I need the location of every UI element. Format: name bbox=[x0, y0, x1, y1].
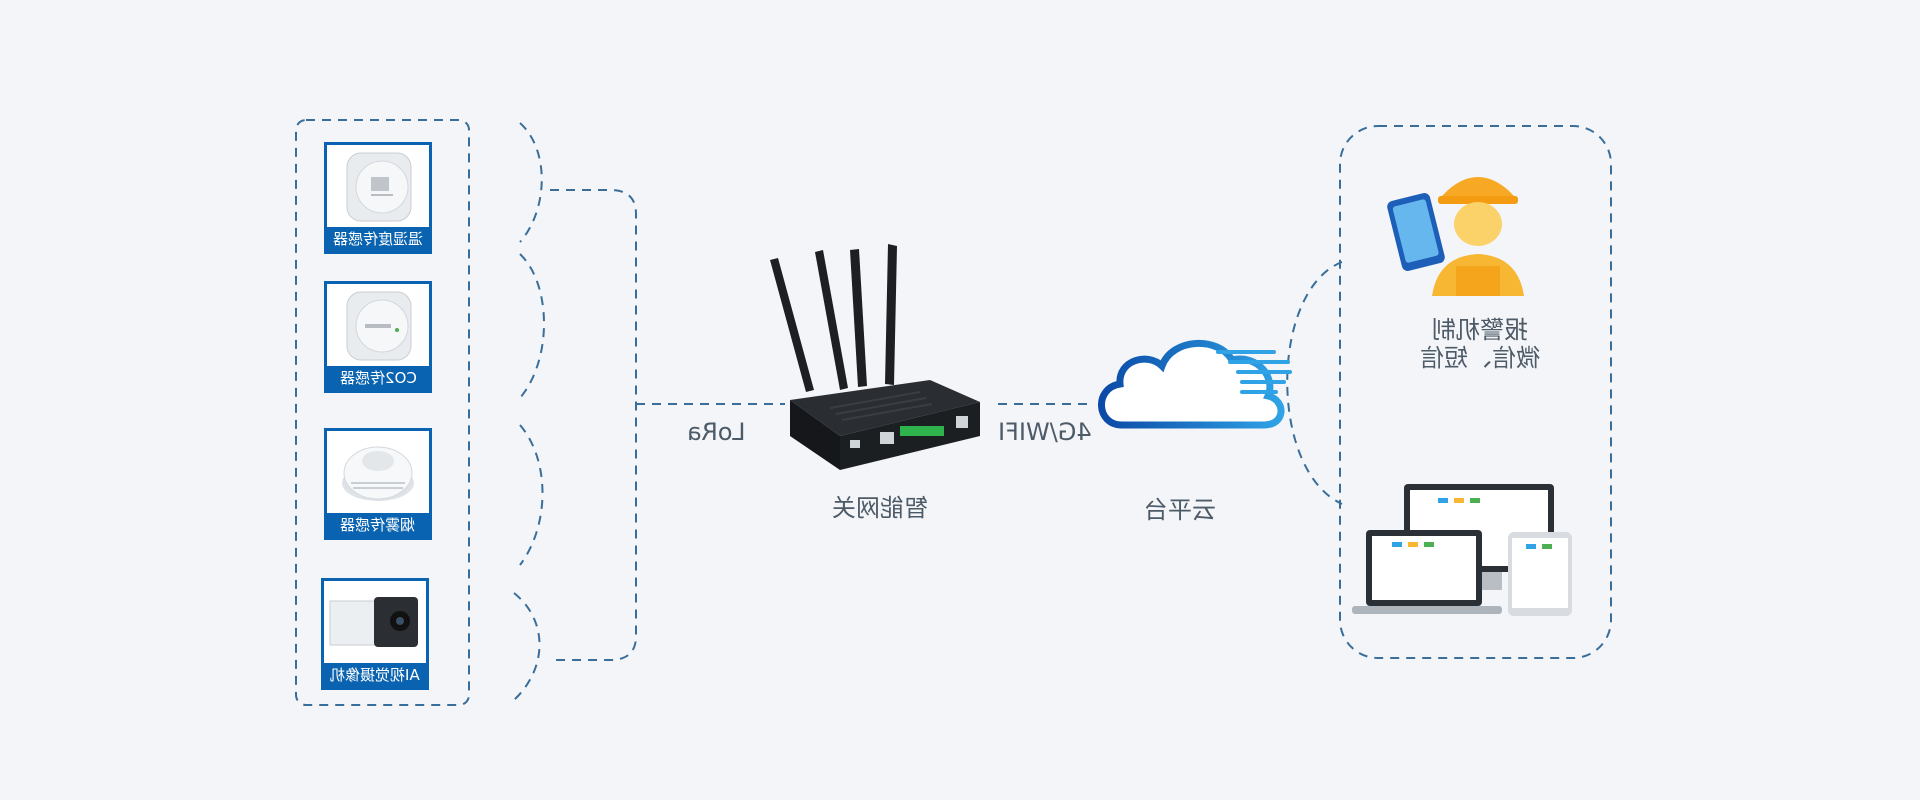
sensor-arc bbox=[519, 122, 543, 243]
sensor-group-border bbox=[295, 119, 470, 706]
worker-phone-icon bbox=[1387, 177, 1524, 296]
sensor-arc bbox=[519, 253, 545, 399]
sensor-label: 温湿度传感器 bbox=[332, 230, 423, 248]
sensor-card-temp-humidity: 温湿度传感器 bbox=[324, 142, 432, 254]
sensor-card-ai-camera: AI视觉摄像机 bbox=[321, 578, 429, 690]
temp-humidity-sensor-icon bbox=[346, 152, 412, 222]
monitor-devices-icon bbox=[1352, 484, 1572, 616]
alarm-text: 报警机制 微信、短信 bbox=[1410, 316, 1550, 372]
cloud-icon bbox=[1098, 339, 1292, 429]
sensor-label: CO2传感器 bbox=[339, 369, 417, 387]
gateway-router-icon bbox=[770, 244, 980, 470]
co2-sensor-icon bbox=[346, 291, 412, 361]
sensor-card-co2: CO2传感器 bbox=[324, 281, 432, 393]
outcome-group-border bbox=[1339, 125, 1612, 659]
sensor-bracket bbox=[550, 189, 637, 661]
outcome-arc bbox=[1286, 261, 1343, 505]
sensor-arc bbox=[519, 424, 544, 566]
sensor-label: 烟雾传感器 bbox=[340, 516, 416, 534]
sensor-label: AI视觉摄像机 bbox=[330, 666, 420, 684]
lora-label: LoRa bbox=[686, 418, 746, 446]
alarm-line1: 报警机制 bbox=[1432, 316, 1528, 344]
ai-camera-icon bbox=[329, 597, 418, 647]
smoke-sensor-icon bbox=[342, 446, 414, 501]
gateway-label: 智能网关 bbox=[832, 494, 928, 522]
sensor-card-smoke: 烟雾传感器 bbox=[324, 428, 432, 540]
cloud-label: 云平台 bbox=[1144, 496, 1216, 524]
alarm-line2: 微信、短信 bbox=[1420, 344, 1540, 372]
sensor-arc bbox=[513, 592, 541, 701]
network-label: 4G/WIFI bbox=[998, 418, 1092, 446]
